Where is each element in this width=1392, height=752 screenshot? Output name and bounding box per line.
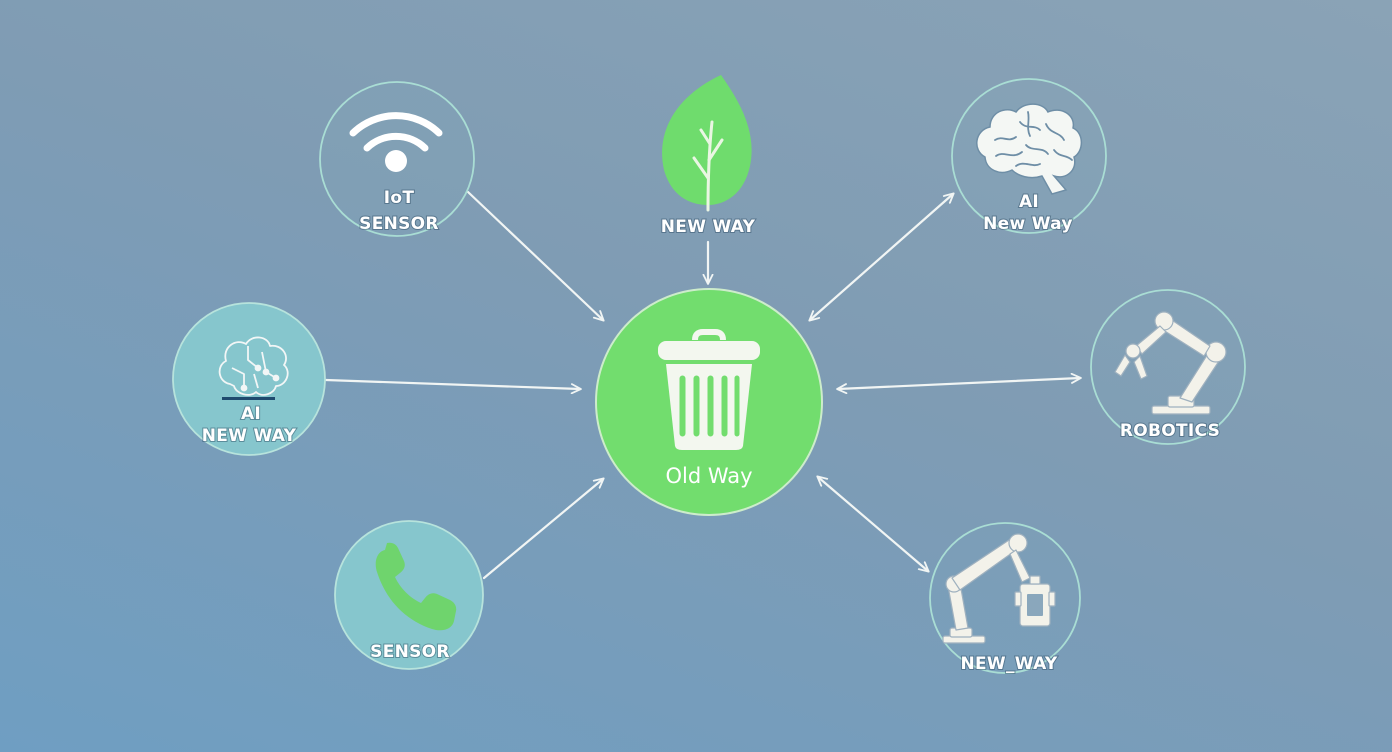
arrow-center-ai-brain xyxy=(808,192,955,322)
connector-arrows xyxy=(324,190,1082,580)
node-ai-brain: AI New Way xyxy=(951,78,1107,235)
sensor-phone-label: SENSOR xyxy=(370,642,450,662)
arrow-ai-circuit-to-center xyxy=(324,378,582,395)
iot-sensor-label-line1: IoT xyxy=(384,188,415,208)
ai-circuit-circle xyxy=(172,302,326,456)
iot-sensor-label-line2: SENSOR xyxy=(359,214,439,234)
trash-bin-icon xyxy=(658,329,760,450)
ai-brain-label-line2: New Way xyxy=(983,214,1073,234)
arrow-sensor-to-center xyxy=(482,477,605,580)
leaf-label: NEW WAY xyxy=(661,217,756,237)
node-new-way-robot: NEW_WAY xyxy=(929,522,1081,675)
center-node: Old Way xyxy=(595,288,823,516)
robot-arm-gripper-icon xyxy=(942,533,1056,644)
center-label: Old Way xyxy=(665,464,752,488)
node-leaf: NEW WAY xyxy=(660,75,756,238)
wifi-icon xyxy=(349,112,443,172)
new-way-robot-label: NEW_WAY xyxy=(960,654,1057,674)
circuit-brain-icon xyxy=(218,336,289,396)
arrow-center-robotics xyxy=(836,372,1082,395)
ai-brain-label-line1: AI xyxy=(1019,192,1039,212)
arrow-center-new-way-robot xyxy=(816,475,930,573)
robotics-label: ROBOTICS xyxy=(1120,421,1220,441)
ai-circuit-label-line2: NEW WAY xyxy=(202,426,297,446)
ai-circuit-label-line1: AI xyxy=(241,404,261,424)
phone-icon xyxy=(375,542,457,631)
node-iot-sensor: IoT SENSOR xyxy=(319,81,475,237)
robot-arm-icon xyxy=(1114,311,1227,415)
node-ai-circuit: AI NEW WAY xyxy=(172,302,326,456)
node-sensor-phone: SENSOR xyxy=(334,520,484,670)
arrow-iot-to-center xyxy=(466,190,605,322)
sensor-phone-circle xyxy=(334,520,484,670)
leaf-icon xyxy=(662,75,752,212)
ai-circuit-divider xyxy=(222,397,275,400)
brain-icon xyxy=(976,103,1083,195)
node-robotics: ROBOTICS xyxy=(1090,289,1246,445)
